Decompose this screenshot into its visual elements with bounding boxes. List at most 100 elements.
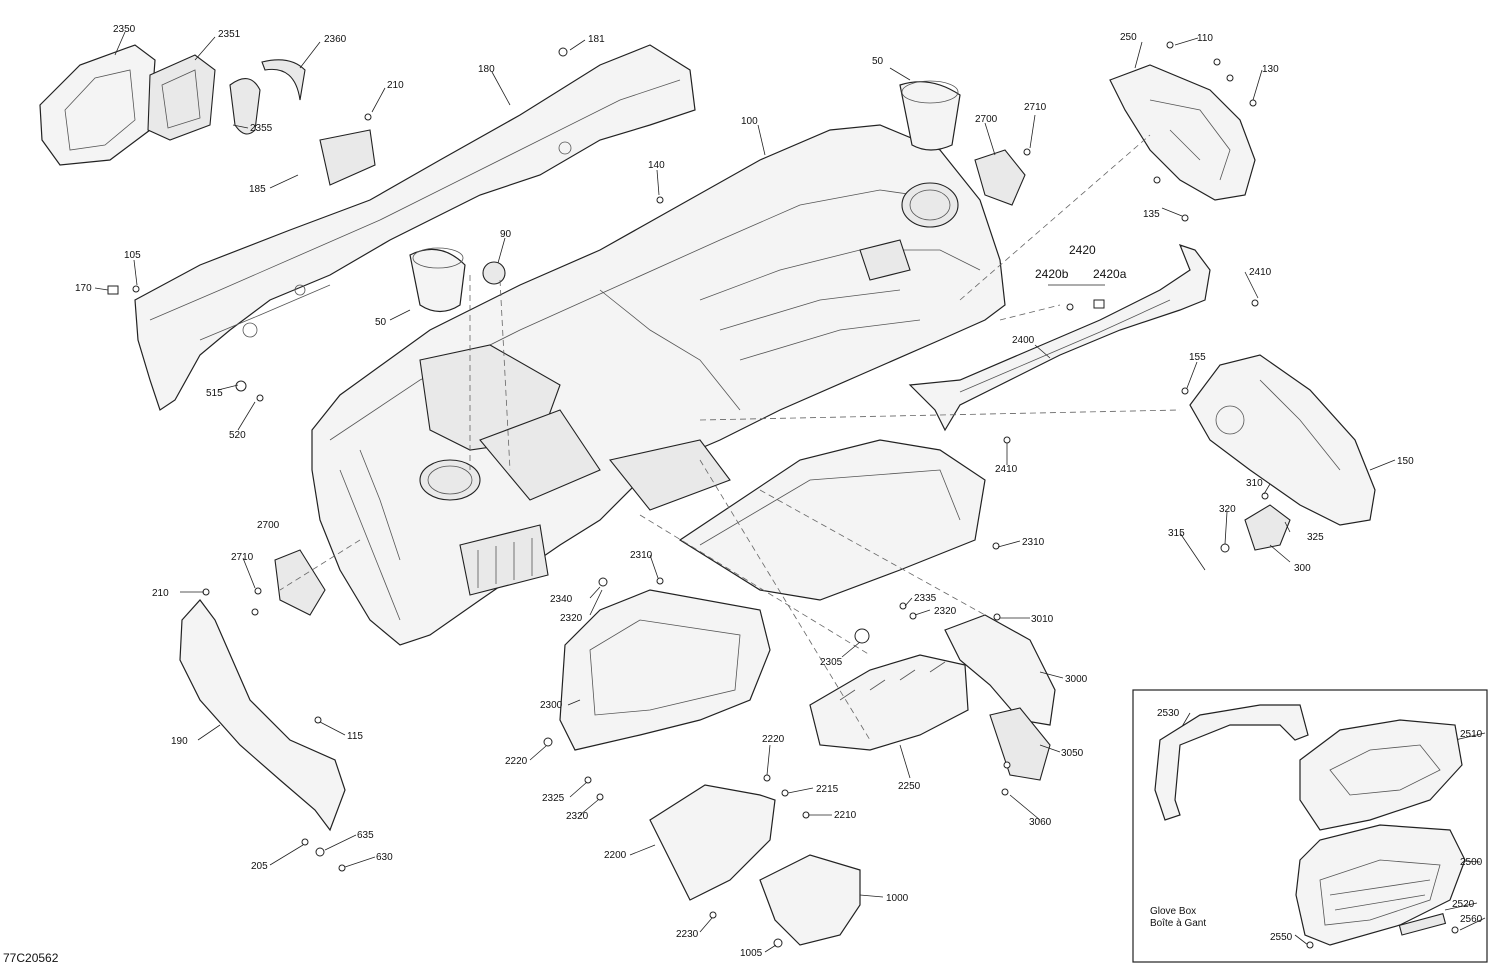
inset-caption-french: Boîte à Gant [1150,918,1206,929]
part-labels: 2350 2351 2360 2355 181 180 210 185 105 … [75,24,1414,959]
side-housing-150 [1189,354,1376,526]
label-2710-left: 2710 [231,552,254,563]
label-170: 170 [75,283,92,294]
inset-handle-2530 [1154,704,1309,821]
label-2500: 2500 [1460,857,1483,868]
label-50-left: 50 [375,317,387,328]
label-135: 135 [1143,209,1160,220]
label-2700-right: 2700 [975,114,998,125]
label-2360: 2360 [324,34,347,45]
label-185: 185 [249,184,266,195]
right-vent-3000 [944,614,1056,726]
label-2420: 2420 [1069,243,1096,257]
label-2710-right: 2710 [1024,102,1047,113]
cover-1000 [759,854,861,946]
label-2310-right: 2310 [1022,537,1045,548]
label-2420a: 2420a [1093,267,1127,281]
label-520: 520 [229,430,246,441]
label-150: 150 [1397,456,1414,467]
side-panel-190 [179,599,346,832]
label-2350: 2350 [113,24,136,35]
label-2420b: 2420b [1035,267,1069,281]
label-3050: 3050 [1061,748,1084,759]
label-2400: 2400 [1012,335,1035,346]
glove-box-2300 [559,589,771,751]
label-180: 180 [478,64,495,75]
label-2410-mid: 2410 [995,464,1018,475]
label-2320-c: 2320 [566,811,589,822]
lower-panel-2200 [649,784,776,901]
label-3000: 3000 [1065,674,1088,685]
label-100: 100 [741,116,758,127]
vent-2700-right [974,149,1026,206]
latch-300 [1244,504,1291,551]
label-205: 205 [251,861,268,872]
label-1005: 1005 [740,948,763,959]
label-2320-b: 2320 [934,606,957,617]
label-2700-left: 2700 [257,520,280,531]
label-3060: 3060 [1029,817,1052,828]
label-90: 90 [500,229,512,240]
label-210-top: 210 [387,80,404,91]
label-2520: 2520 [1452,899,1475,910]
label-515: 515 [206,388,223,399]
label-3010: 3010 [1031,614,1054,625]
label-2210: 2210 [834,810,857,821]
label-2530: 2530 [1157,708,1180,719]
label-115: 115 [347,731,363,742]
grab-handle-2400 [908,244,1211,432]
label-2215: 2215 [816,784,839,795]
label-2200: 2200 [604,850,627,861]
dashboard-main-part [311,124,1006,646]
instrument-frame-2351 [147,54,216,141]
label-110: 110 [1197,33,1213,44]
side-panel-250 [1109,64,1256,201]
label-310: 310 [1246,478,1263,489]
label-2325: 2325 [542,793,565,804]
label-2510: 2510 [1460,729,1483,740]
label-1000: 1000 [886,893,909,904]
plug-90 [482,261,506,285]
seal-2355 [229,78,261,135]
seal-2360 [261,59,306,101]
cup-holder-insert-right [899,80,961,151]
label-140: 140 [648,160,665,171]
label-630: 630 [376,852,393,863]
glove-box-inset: 2530 2510 2500 2520 2560 2550 Glove Box … [1132,689,1488,963]
label-2250: 2250 [898,781,921,792]
inset-lid-2510 [1299,719,1463,831]
label-2550: 2550 [1270,932,1293,943]
fasteners [107,41,1269,948]
diagram-reference-id: 77C20562 [3,951,59,965]
label-315: 315 [1168,528,1185,539]
label-210-left: 210 [152,588,169,599]
label-2340: 2340 [550,594,573,605]
cup-holder-insert-left [409,247,466,313]
label-2320-a: 2320 [560,613,583,624]
center-vent-panel-2250 [809,654,969,751]
vent-2700-left [274,549,326,616]
upper-support-bar [134,44,696,411]
label-2310-left: 2310 [630,550,653,561]
lower-tray-2310 [678,439,986,601]
label-2305: 2305 [820,657,843,668]
leader-lines [94,31,1486,953]
instrument-bezel-2350 [39,44,156,166]
label-250: 250 [1120,32,1137,43]
label-300: 300 [1294,563,1311,574]
label-2220-left: 2220 [505,756,528,767]
label-2220-right: 2220 [762,734,785,745]
label-2355: 2355 [250,123,273,134]
label-155: 155 [1189,352,1206,363]
label-635: 635 [357,830,374,841]
label-320: 320 [1219,504,1236,515]
label-2335: 2335 [914,593,937,604]
label-181: 181 [588,34,605,45]
inset-frame [1132,689,1488,963]
label-2351: 2351 [218,29,241,40]
label-2560: 2560 [1460,914,1483,925]
label-2300: 2300 [540,700,563,711]
inset-strip-2520 [1398,913,1447,936]
label-190: 190 [171,736,188,747]
